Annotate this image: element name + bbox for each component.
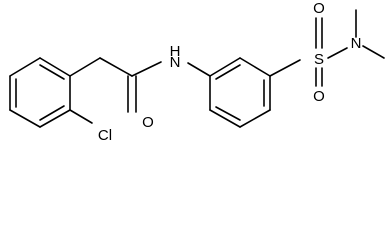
dimethylamino-nitrogen-label: N bbox=[351, 35, 362, 52]
bond bbox=[69, 57, 101, 77]
bond bbox=[362, 45, 385, 59]
bond bbox=[9, 57, 41, 77]
chemical-structure: N H O Cl S O O N bbox=[9, 0, 385, 144]
sulfur-label: S bbox=[314, 51, 324, 68]
phenylene-ring bbox=[209, 57, 271, 128]
double-bond-inner bbox=[39, 105, 65, 121]
bond bbox=[239, 109, 271, 128]
bond bbox=[269, 59, 301, 77]
chlorophenyl-ring bbox=[9, 57, 71, 128]
bond bbox=[327, 47, 348, 59]
bond bbox=[99, 57, 133, 77]
bond bbox=[209, 109, 241, 128]
bond bbox=[39, 57, 71, 77]
bond bbox=[239, 57, 271, 77]
carbonyl-oxygen-label: O bbox=[142, 114, 154, 131]
amide-nitrogen-label: N bbox=[170, 54, 181, 71]
double-bond-inner bbox=[39, 64, 65, 80]
bond bbox=[9, 109, 41, 128]
bond bbox=[187, 62, 211, 77]
bond bbox=[39, 109, 71, 128]
bond bbox=[209, 57, 241, 77]
double-bond-inner bbox=[215, 106, 241, 121]
sulfonyl-oxygen-upper-label: O bbox=[313, 0, 325, 17]
bond bbox=[131, 61, 162, 77]
amide-hydrogen-label: H bbox=[170, 43, 181, 60]
double-bond-inner bbox=[215, 64, 241, 80]
sulfonyl-oxygen-lower-label: O bbox=[313, 88, 325, 105]
bond bbox=[69, 109, 93, 124]
chlorine-label: Cl bbox=[98, 127, 112, 144]
